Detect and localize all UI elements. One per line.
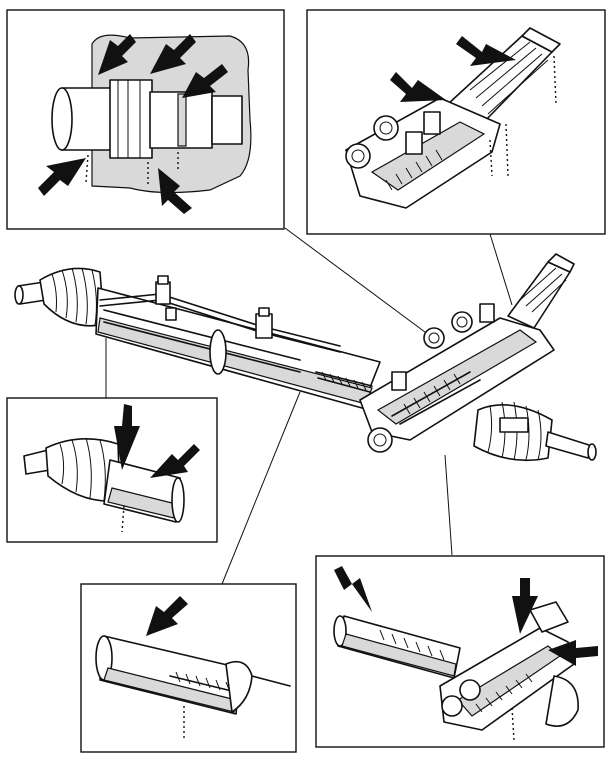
arrow-icon	[334, 566, 372, 612]
leader-bottom-right	[444, 454, 453, 556]
leader-top-left	[284, 227, 434, 339]
arrow-icon	[114, 404, 140, 470]
arrow-icon	[98, 34, 136, 75]
arrow-icon	[38, 158, 86, 196]
valve-body	[359, 303, 555, 453]
arrow-icon	[146, 596, 188, 636]
arrow-icon	[512, 578, 538, 634]
detail-bottom-right	[315, 555, 605, 748]
arrow-icon	[182, 64, 228, 98]
detail-bottom-center	[80, 583, 297, 753]
input-shaft	[507, 253, 575, 329]
detail-top-left	[6, 9, 285, 230]
main-steering-rack	[14, 253, 597, 462]
leader-lines	[105, 227, 513, 585]
arrow-icon	[456, 36, 516, 66]
detail-middle-left	[6, 397, 218, 543]
right-boot	[473, 401, 553, 462]
pipe-fittings	[155, 275, 273, 339]
left-boot	[39, 267, 105, 327]
detail-top-right	[306, 9, 606, 235]
arrow-icon	[390, 72, 446, 102]
rack-teeth	[315, 371, 373, 393]
arrow-icon	[150, 34, 196, 74]
arrow-icon	[150, 444, 200, 478]
leader-top-right	[489, 233, 513, 306]
fluid-pipe-top	[99, 293, 341, 347]
arrow-icon	[158, 168, 192, 214]
leader-bottom-center	[221, 391, 301, 585]
right-tie-rod	[545, 431, 593, 459]
arrow-icon	[548, 640, 598, 666]
